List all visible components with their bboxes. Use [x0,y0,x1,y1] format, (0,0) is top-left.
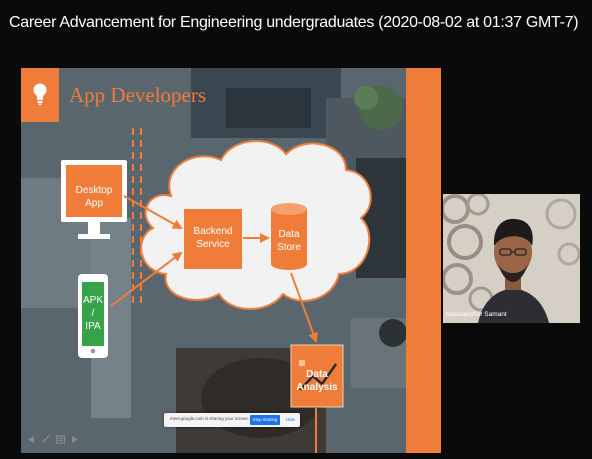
slide-background [21,68,441,453]
slide-side-bar [406,68,441,453]
analysis-label-line: Analysis [296,382,338,393]
slide-controls [25,432,81,446]
slide-logo [21,68,59,122]
screen-share-bar: meet.google.com is sharing your screen. … [164,413,300,427]
stop-sharing-button[interactable]: Stop sharing [250,415,280,425]
shared-slide: App Developers Desktop App APK / IPA Bac… [21,68,441,453]
pen-icon[interactable] [40,434,51,445]
share-message: meet.google.com is sharing your screen. [170,416,250,421]
datastore-label-line: Store [277,242,301,253]
lightbulb-icon [33,83,47,105]
backend-label-line: Backend [193,226,233,237]
data-store-label: Data Store [271,228,307,254]
mobile-label-line: APK [82,295,103,306]
recording-title: Career Advancement for Engineering under… [9,14,579,31]
backend-label-line: Service [196,239,230,250]
mobile-label-line: IPA [85,321,101,332]
previous-arrow-icon[interactable] [25,434,36,445]
backend-service-label: Backend Service [184,225,242,251]
slides-icon[interactable] [55,434,66,445]
participant-name: Nandakishor Samant [446,311,507,318]
participant-video: Nandakishor Samant [443,194,580,323]
analysis-label-line: Data [306,369,328,380]
datastore-label-line: Data [278,229,300,240]
next-arrow-icon[interactable] [70,434,81,445]
participant-video-frame [443,194,580,323]
mobile-app-label: APK / IPA [82,294,104,333]
mobile-label-line: / [91,308,95,319]
hide-button[interactable]: Hide [285,417,296,422]
data-analysis-label: Data Analysis [291,368,343,394]
desktop-app-label: Desktop App [75,185,113,209]
slide-heading: App Developers [69,83,207,107]
